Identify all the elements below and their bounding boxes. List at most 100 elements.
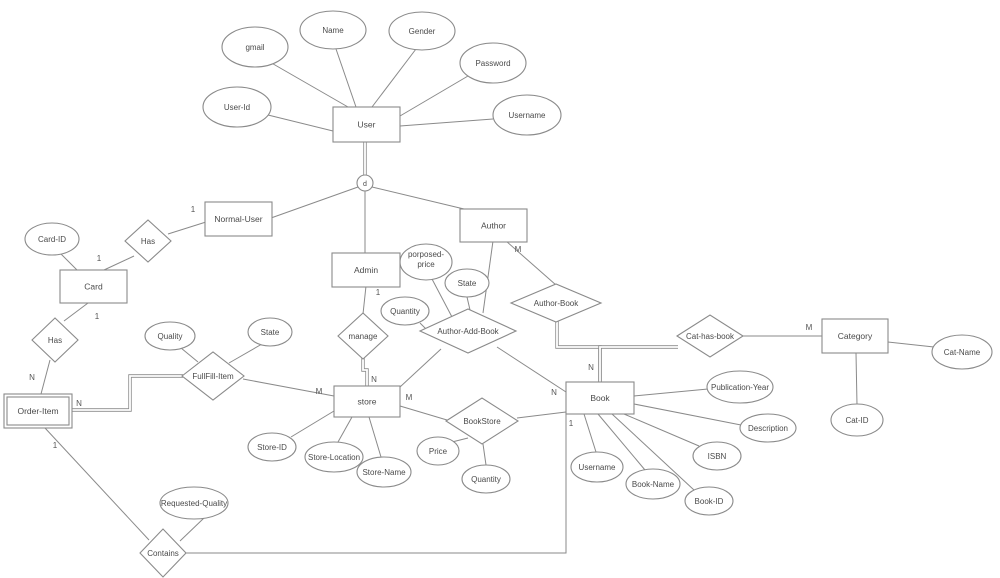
edge-username-user	[399, 118, 494, 127]
attribute-book-username: Username	[570, 451, 624, 483]
attribute-store-id: Store-ID	[247, 432, 297, 462]
attribute-requested-quality: Requested-Quality	[159, 486, 229, 520]
edge-author-authorbook	[505, 240, 557, 286]
edge-cathasbook-book	[598, 345, 678, 382]
edge-authorbook-book	[555, 321, 602, 382]
attribute-ellipse-gender	[388, 11, 456, 51]
attribute-label-state-author-add: State	[458, 279, 477, 288]
cardinality-label-11: N	[551, 388, 557, 397]
attribute-ellipse-cat-name	[931, 334, 993, 370]
attribute-publication-year: Publication-Year	[706, 370, 774, 404]
entity-label-admin: Admin	[354, 265, 378, 275]
entity-store: store	[333, 385, 401, 418]
edge-cathasbook-book-inner	[599, 346, 678, 382]
attribute-description: Description	[739, 413, 797, 443]
attribute-book-name: Book-Name	[625, 468, 681, 500]
attribute-ellipse-requested-quality	[159, 486, 229, 520]
attribute-label-book-id: Book-ID	[695, 497, 724, 506]
attribute-label-cat-name: Cat-Name	[944, 348, 981, 357]
attribute-ellipse-store-name	[356, 456, 412, 488]
relationship-label-author-book: Author-Book	[534, 299, 579, 308]
entity-category: Category	[821, 318, 889, 354]
attribute-label-quantity-bookstore: Quantity	[471, 475, 501, 484]
attribute-label-gmail: gmail	[245, 43, 264, 52]
attribute-ellipse-state-author-add	[444, 268, 490, 298]
cardinality-label-13: 1	[569, 419, 574, 428]
entity-label-store: store	[358, 397, 377, 407]
cardinality-label-4: N	[76, 399, 82, 408]
entity-label-card: Card	[84, 282, 103, 292]
edge-quality-fulfill	[180, 347, 199, 363]
attribute-cat-id: Cat-ID	[830, 403, 884, 437]
relationship-fullfill-item: FullFill-Item	[181, 351, 245, 401]
attribute-ellipse-quantity-author-add	[380, 296, 430, 326]
cardinality-label-9: M	[515, 245, 522, 254]
edge-gmail-user	[267, 60, 349, 108]
attribute-gender: Gender	[388, 11, 456, 51]
edge-state-fulfill	[228, 343, 263, 364]
edge-author-authoraddbook	[482, 240, 494, 314]
entity-author: Author	[459, 208, 528, 243]
attribute-name: Name	[299, 10, 367, 50]
attribute-ellipse-book-id	[684, 486, 734, 516]
attribute-gmail: gmail	[221, 26, 289, 68]
attribute-label-cat-id: Cat-ID	[845, 416, 868, 425]
entity-normal-user: Normal-User	[204, 201, 273, 237]
relationship-bookstore: BookStore	[444, 397, 520, 445]
relationship-label-contains: Contains	[147, 549, 179, 558]
edge-aab-book	[496, 346, 567, 393]
attribute-quality-fulfill: Quality	[144, 321, 196, 351]
entity-label-book: Book	[590, 393, 610, 403]
relationship-label-author-add-book: Author-Add-Book	[437, 327, 499, 336]
cardinality-label-8: M	[406, 393, 413, 402]
edge-store-storelocation	[337, 416, 353, 443]
attribute-label-password: Password	[475, 59, 510, 68]
edge-d-normal-user	[270, 186, 359, 219]
attribute-password: Password	[459, 42, 527, 84]
edge-normaluser-has	[167, 221, 207, 235]
edge-fulfill-store	[242, 378, 335, 397]
edge-store-storename	[368, 416, 382, 458]
edge-book-username	[583, 413, 597, 453]
cardinality-label-3: N	[29, 373, 35, 382]
edge-cardid-card	[59, 252, 78, 271]
entity-rect-admin	[331, 252, 401, 288]
relationship-diamond-manage	[337, 312, 389, 360]
attribute-ellipse-publication-year	[706, 370, 774, 404]
edge-book-bookid	[611, 413, 695, 491]
cardinality-label-1: 1	[97, 254, 102, 263]
entity-user: User	[332, 106, 401, 143]
attribute-ellipse-user-username	[492, 94, 562, 136]
edge-gender-user	[371, 48, 417, 108]
attribute-ellipse-book-username	[570, 451, 624, 483]
attribute-label-user-id: User-Id	[224, 103, 250, 112]
edge-password-user	[399, 75, 469, 117]
attribute-label-name: Name	[322, 26, 344, 35]
relationship-label-has-normal-user-card: Has	[141, 237, 155, 246]
attribute-ellipse-quality-fulfill	[144, 321, 196, 351]
attribute-label-store-id: Store-ID	[257, 443, 287, 452]
relationship-author-add-book: Author-Add-Book	[418, 308, 518, 354]
relationship-diamond-author-add-book	[418, 308, 518, 354]
attribute-ellipse-isbn	[692, 441, 742, 471]
cardinality-label-6: 1	[376, 288, 381, 297]
relationship-label-cat-has-book: Cat-has-book	[686, 332, 735, 341]
relationship-diamond-has-normal-user-card	[124, 219, 172, 263]
edge-porposedprice-aab	[431, 278, 453, 318]
relationship-has-normal-user-card: Has	[124, 219, 172, 263]
specialization-circle-d-circle	[356, 174, 374, 192]
attribute-label-state-fulfill: State	[261, 328, 280, 337]
attribute-quantity-author-add: Quantity	[380, 296, 430, 326]
cardinality-label-0: 1	[191, 205, 196, 214]
entity-label-user: User	[358, 120, 376, 130]
attribute-quantity-bookstore: Quantity	[461, 464, 511, 494]
edge-reqquality-contains	[179, 517, 205, 542]
edge-orderitem-fulfill-inner	[72, 375, 183, 411]
attribute-label-card-id: Card-ID	[38, 235, 66, 244]
edge-has-card	[103, 255, 135, 271]
edge-admin-manage	[362, 285, 367, 315]
edge-book-description	[633, 403, 742, 426]
edge-book-publicationyear	[633, 388, 709, 397]
attribute-ellipse-password	[459, 42, 527, 84]
